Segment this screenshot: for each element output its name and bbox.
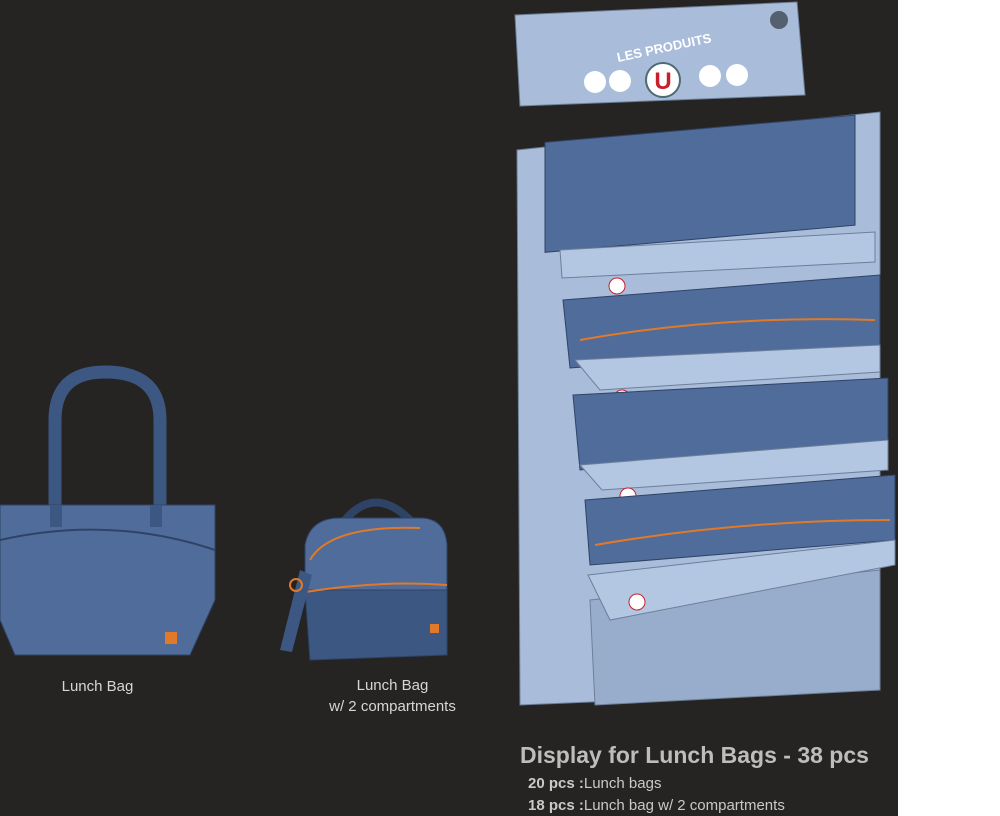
display-contents-line: 18 pcs :Lunch bag w/ 2 compartments — [528, 797, 785, 814]
item: Lunch bags — [583, 775, 662, 792]
product-label-lunch-bag: Lunch Bag — [61, 678, 134, 695]
product-subtitle: w/ 2 compartments — [329, 698, 456, 715]
display-contents-line: 20 pcs :Lunch bags — [528, 775, 661, 792]
display-title: Display for Lunch Bags - 38 pcs — [520, 742, 869, 768]
quantity: 20 pcs : — [528, 775, 584, 792]
product-name: Lunch Bag — [356, 677, 429, 694]
brand-logo-icon — [645, 62, 681, 98]
display-stand-image: U LES PRODUITS — [514, 1, 896, 706]
svg-text:U: U — [654, 68, 671, 95]
compartment-lunch-bag-image — [280, 498, 448, 661]
quantity: 18 pcs : — [528, 797, 584, 814]
tote-lunch-bag-image — [0, 365, 216, 656]
brand-tag-icon — [165, 632, 177, 644]
product-label-lunch-bag-2-compartments: Lunch Bag w/ 2 compartments — [310, 677, 475, 715]
item: Lunch bag w/ 2 compartments — [583, 797, 785, 814]
